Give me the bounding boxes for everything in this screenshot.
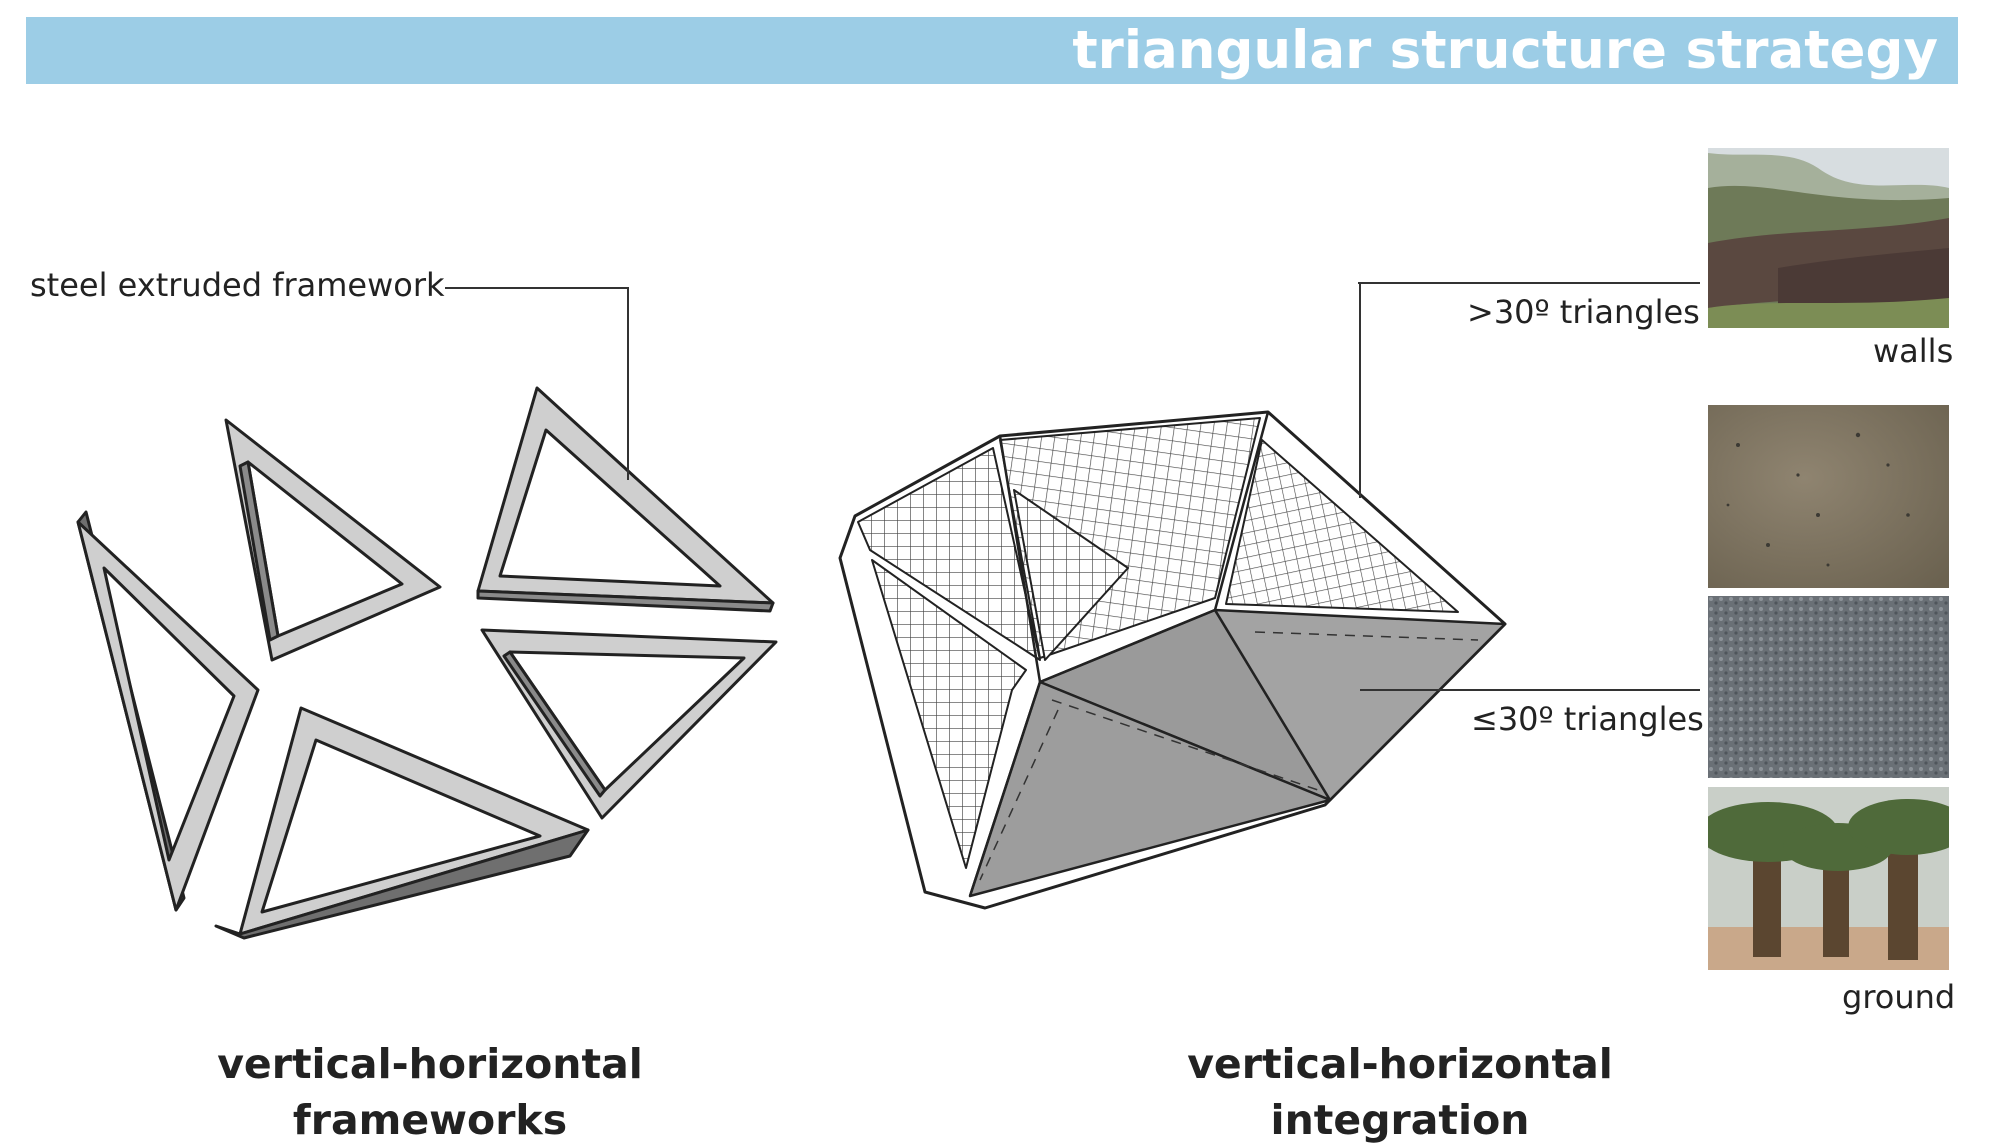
frame-triangle-5 bbox=[214, 706, 590, 940]
page-title: triangular structure strategy bbox=[1072, 20, 1938, 81]
callout-steel-framework: steel extruded framework bbox=[30, 266, 445, 304]
ground-label: ground bbox=[1842, 978, 1956, 1016]
caption-frameworks-line1: vertical-horizontal bbox=[217, 1040, 643, 1088]
callout-steep-triangles: >30º triangles bbox=[1467, 293, 1700, 331]
frame-triangle-4 bbox=[480, 628, 778, 820]
caption-integration: vertical-horizontal integration bbox=[1130, 1036, 1670, 1148]
caption-integration-line2: integration bbox=[1270, 1096, 1530, 1144]
polyhedron bbox=[838, 410, 1507, 910]
leader-steel-framework bbox=[445, 287, 629, 480]
header-banner: triangular structure strategy bbox=[26, 17, 1958, 84]
callout-flat-triangles: ≤30º triangles bbox=[1471, 700, 1704, 738]
triangle-frames bbox=[76, 386, 778, 940]
caption-frameworks: vertical-horizontal frameworks bbox=[160, 1036, 700, 1148]
leader-lines bbox=[445, 282, 1700, 691]
leader-steep-triangles bbox=[1358, 282, 1700, 498]
frame-triangle-2 bbox=[224, 418, 442, 662]
photo-walls bbox=[1708, 148, 1949, 328]
photo-ground-gravel bbox=[1708, 596, 1949, 778]
frame-triangle-3 bbox=[476, 386, 775, 613]
photo-ground-palms bbox=[1708, 787, 1949, 970]
caption-integration-line1: vertical-horizontal bbox=[1187, 1040, 1613, 1088]
walls-label: walls bbox=[1873, 332, 1954, 370]
caption-frameworks-line2: frameworks bbox=[292, 1096, 568, 1144]
photo-ground-earth bbox=[1708, 405, 1949, 588]
frame-triangle-1 bbox=[76, 510, 260, 912]
